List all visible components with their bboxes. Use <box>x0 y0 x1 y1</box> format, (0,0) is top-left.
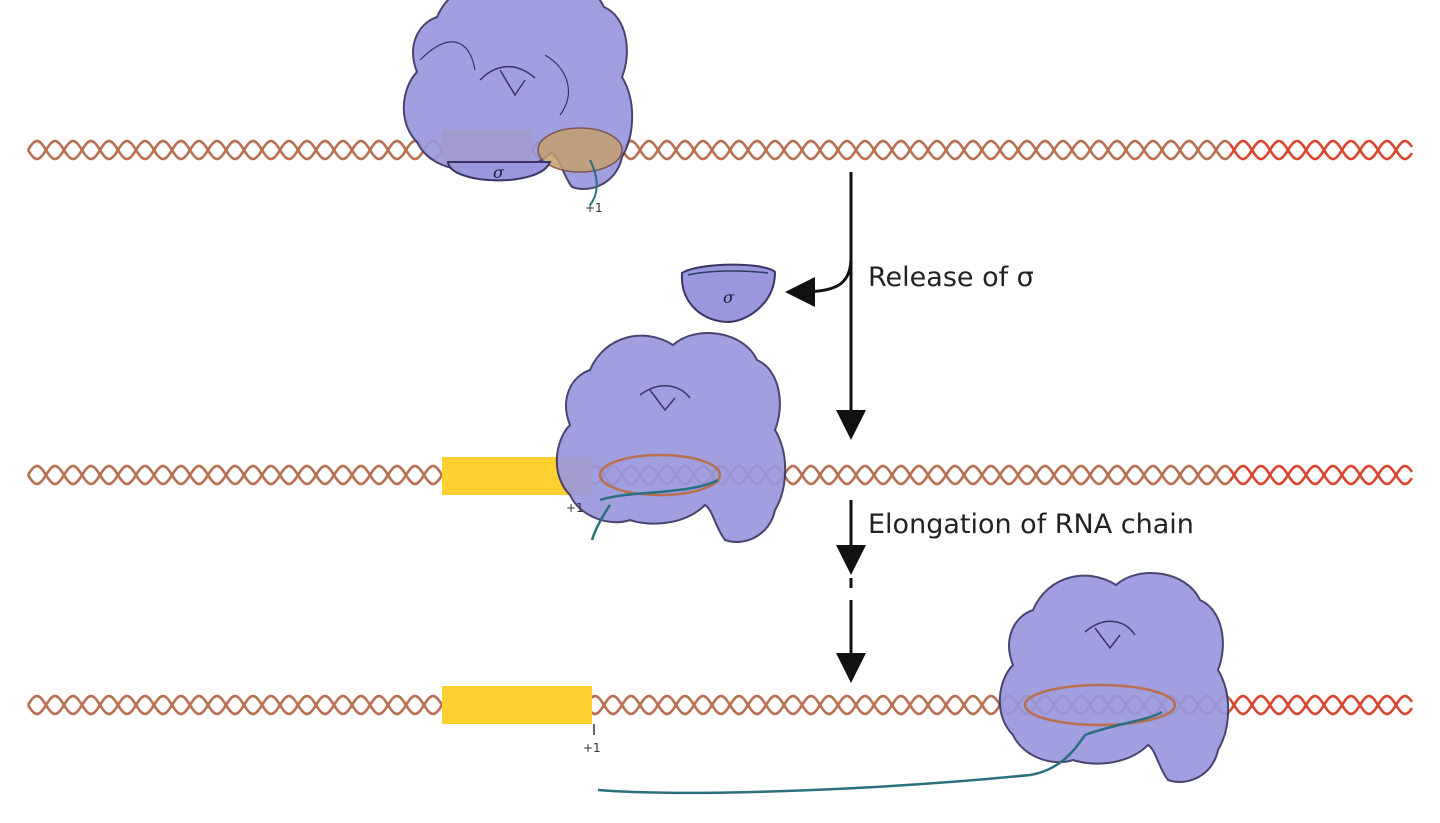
sigma-label-row1: σ <box>493 163 505 182</box>
promoter-box-row3 <box>442 686 592 724</box>
plus-one-label-row2: +1 <box>566 501 584 515</box>
curved-arrow-sigma <box>785 259 853 307</box>
rna-polymerase-row3 <box>998 572 1230 783</box>
row-3-elongation: +1 <box>26 572 1414 795</box>
terminator-strand <box>1228 694 1414 716</box>
dna-strand <box>26 139 1231 161</box>
terminator-strand <box>1228 139 1414 161</box>
rna-polymerase-row2 <box>555 332 787 543</box>
rna-transcript <box>597 710 1163 795</box>
release-label: Release of σ <box>868 262 1034 293</box>
sigma-label-free: σ <box>723 288 735 307</box>
dna-helix-row1 <box>26 139 1414 161</box>
row-1-initiation: σ +1 <box>26 0 1414 215</box>
plus-one-label-row1: +1 <box>585 201 603 215</box>
terminator-strand <box>1228 464 1414 486</box>
terminator-strand <box>1228 139 1414 161</box>
elongation-label: Elongation of RNA chain <box>868 509 1194 540</box>
terminator-strand <box>1228 694 1414 716</box>
sigma-factor-row1: σ <box>446 161 552 182</box>
terminator-strand <box>1228 464 1414 486</box>
free-sigma-factor: σ <box>680 263 777 324</box>
rna-polymerase-row1 <box>402 0 634 206</box>
plus-one-label-row3: +1 <box>583 741 601 755</box>
row-2-after-release: +1 <box>26 332 1414 543</box>
